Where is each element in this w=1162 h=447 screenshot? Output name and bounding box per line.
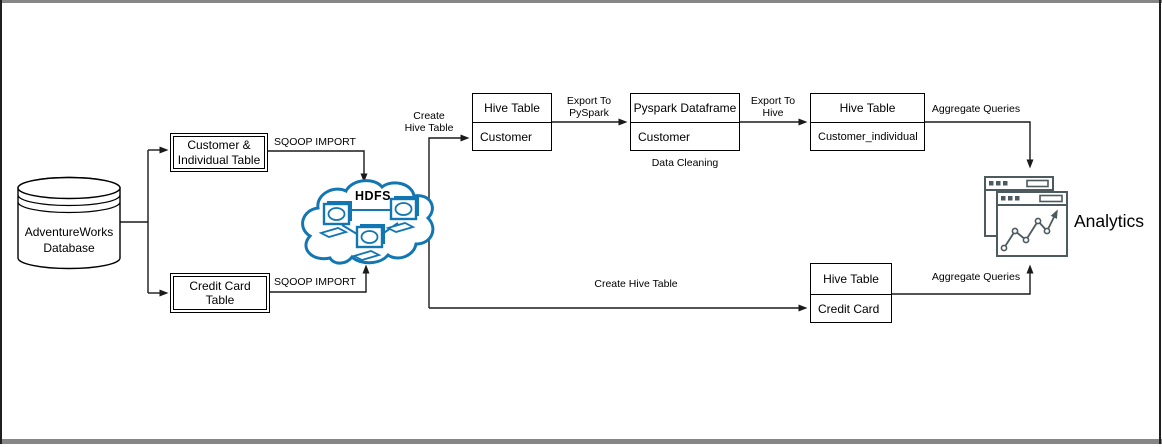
- hive-table-credit-card-body: Credit Card: [818, 301, 880, 316]
- hive-table-customer-body: Customer: [480, 129, 533, 144]
- edge-sqoop-import-top: [268, 150, 368, 183]
- hive-table-credit-card-node: Hive Table Credit Card: [810, 263, 892, 323]
- export-to-pyspark-label: Export To PySpark: [564, 95, 614, 120]
- aggregate-queries-bottom-label: Aggregate Queries: [929, 271, 1023, 284]
- edge-aggregate-queries-top: [925, 121, 1034, 169]
- hive-table-customer-node: Hive Table Customer: [472, 93, 552, 151]
- hive-table-customer-individual-node: Hive Table Customer_individual: [810, 93, 925, 151]
- analytics-icon: [984, 176, 1068, 257]
- aggregate-queries-top-label: Aggregate Queries: [929, 103, 1023, 116]
- hdfs-computer-icon-center: [351, 224, 385, 261]
- trend-chart-glyph: [1000, 209, 1058, 252]
- frame-bottom-edge: [0, 439, 1162, 444]
- create-hive-table-bottom-label: Create Hive Table: [592, 278, 680, 291]
- sqoop-import-top-label: SQOOP IMPORT: [272, 136, 358, 149]
- edge-aggregate-queries-bottom: [892, 264, 1034, 295]
- hive-table-credit-card-header: Hive Table: [811, 264, 891, 295]
- frame-right-edge: [1159, 0, 1161, 444]
- database-node-label: AdventureWorks Database: [24, 225, 114, 256]
- hive-table-customer-individual-header: Hive Table: [811, 94, 924, 123]
- database-cylinder-icon: [17, 176, 121, 270]
- customer-individual-table-label: Customer & Individual Table: [173, 136, 265, 169]
- export-to-hive-label: Export To Hive: [748, 95, 798, 120]
- hdfs-label: HDFS: [354, 189, 392, 203]
- edge-create-hive-table-top: [428, 134, 470, 308]
- credit-card-table-node: Credit Card Table: [170, 273, 270, 313]
- hdfs-computer-icon-right: [385, 196, 419, 233]
- frame-left-edge: [0, 0, 2, 444]
- sqoop-import-bottom-label: SQOOP IMPORT: [272, 276, 358, 289]
- create-hive-table-top-label: Create Hive Table: [402, 110, 456, 135]
- hdfs-cloud: [301, 179, 435, 265]
- pyspark-dataframe-header: Pyspark Dataframe: [631, 94, 739, 123]
- frame-top-edge: [0, 0, 1162, 3]
- analytics-label: Analytics: [1074, 211, 1145, 231]
- data-cleaning-label: Data Cleaning: [649, 157, 721, 170]
- edge-sqoop-import-bottom: [270, 264, 370, 293]
- credit-card-table-label: Credit Card Table: [173, 276, 267, 310]
- pyspark-dataframe-body: Customer: [638, 129, 691, 144]
- customer-individual-table-node: Customer & Individual Table: [170, 133, 268, 172]
- hive-table-customer-individual-body: Customer_individual: [818, 130, 918, 143]
- hdfs-computer-icon-left: [318, 201, 352, 238]
- pyspark-dataframe-node: Pyspark Dataframe Customer: [630, 93, 740, 151]
- hive-table-customer-header: Hive Table: [473, 94, 551, 123]
